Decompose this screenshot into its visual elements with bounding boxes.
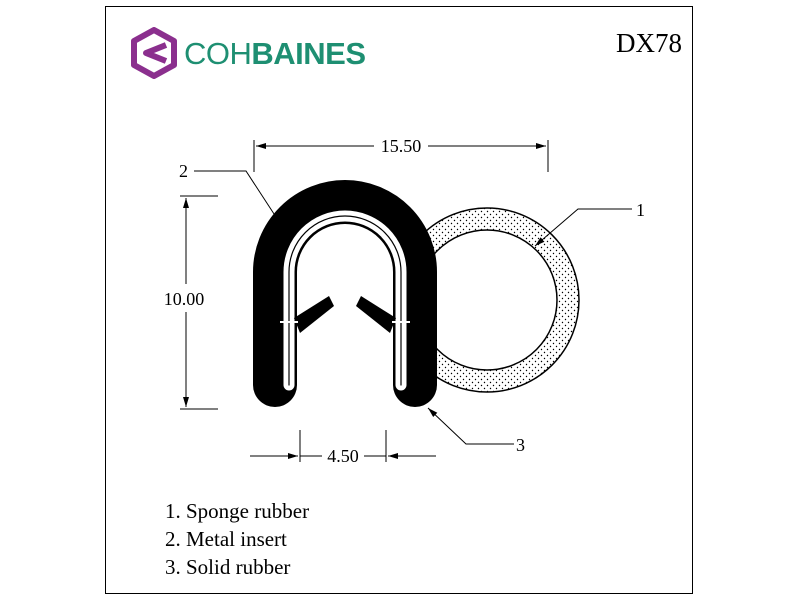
legend-item: 2. Metal insert	[165, 527, 287, 551]
leader-2: 2	[179, 161, 292, 241]
material-legend: 1. Sponge rubber 2. Metal insert 3. Soli…	[165, 497, 309, 581]
cohbaines-logo-icon	[131, 27, 177, 79]
dimension-opening-label: 4.50	[327, 446, 359, 466]
brand-name-part2: BAINES	[251, 35, 366, 71]
legend-item: 1. Sponge rubber	[165, 499, 310, 523]
dimension-opening: 4.50	[250, 430, 436, 466]
dimension-height: 10.00	[164, 195, 218, 410]
product-code: DX78	[616, 28, 682, 58]
sponge-bulb	[394, 207, 580, 393]
dimension-height-label: 10.00	[164, 289, 205, 309]
leader-1: 1	[534, 200, 645, 247]
callout-3-label: 3	[516, 435, 525, 455]
right-grip-fin	[356, 296, 396, 333]
brand-name: COHBAINES	[184, 38, 366, 69]
metal-insert	[288, 215, 402, 386]
brand-logo: COHBAINES	[130, 27, 366, 79]
solid-rubber-profile	[253, 180, 437, 407]
dimension-width-label: 15.50	[381, 136, 422, 156]
dimension-width: 15.50	[253, 136, 549, 172]
callout-2-label: 2	[179, 161, 188, 181]
legend-item: 3. Solid rubber	[165, 555, 291, 579]
left-grip-fin	[294, 296, 334, 333]
callout-1-label: 1	[636, 200, 645, 220]
leader-3: 3	[427, 407, 525, 455]
brand-name-part1: COH	[184, 35, 252, 71]
